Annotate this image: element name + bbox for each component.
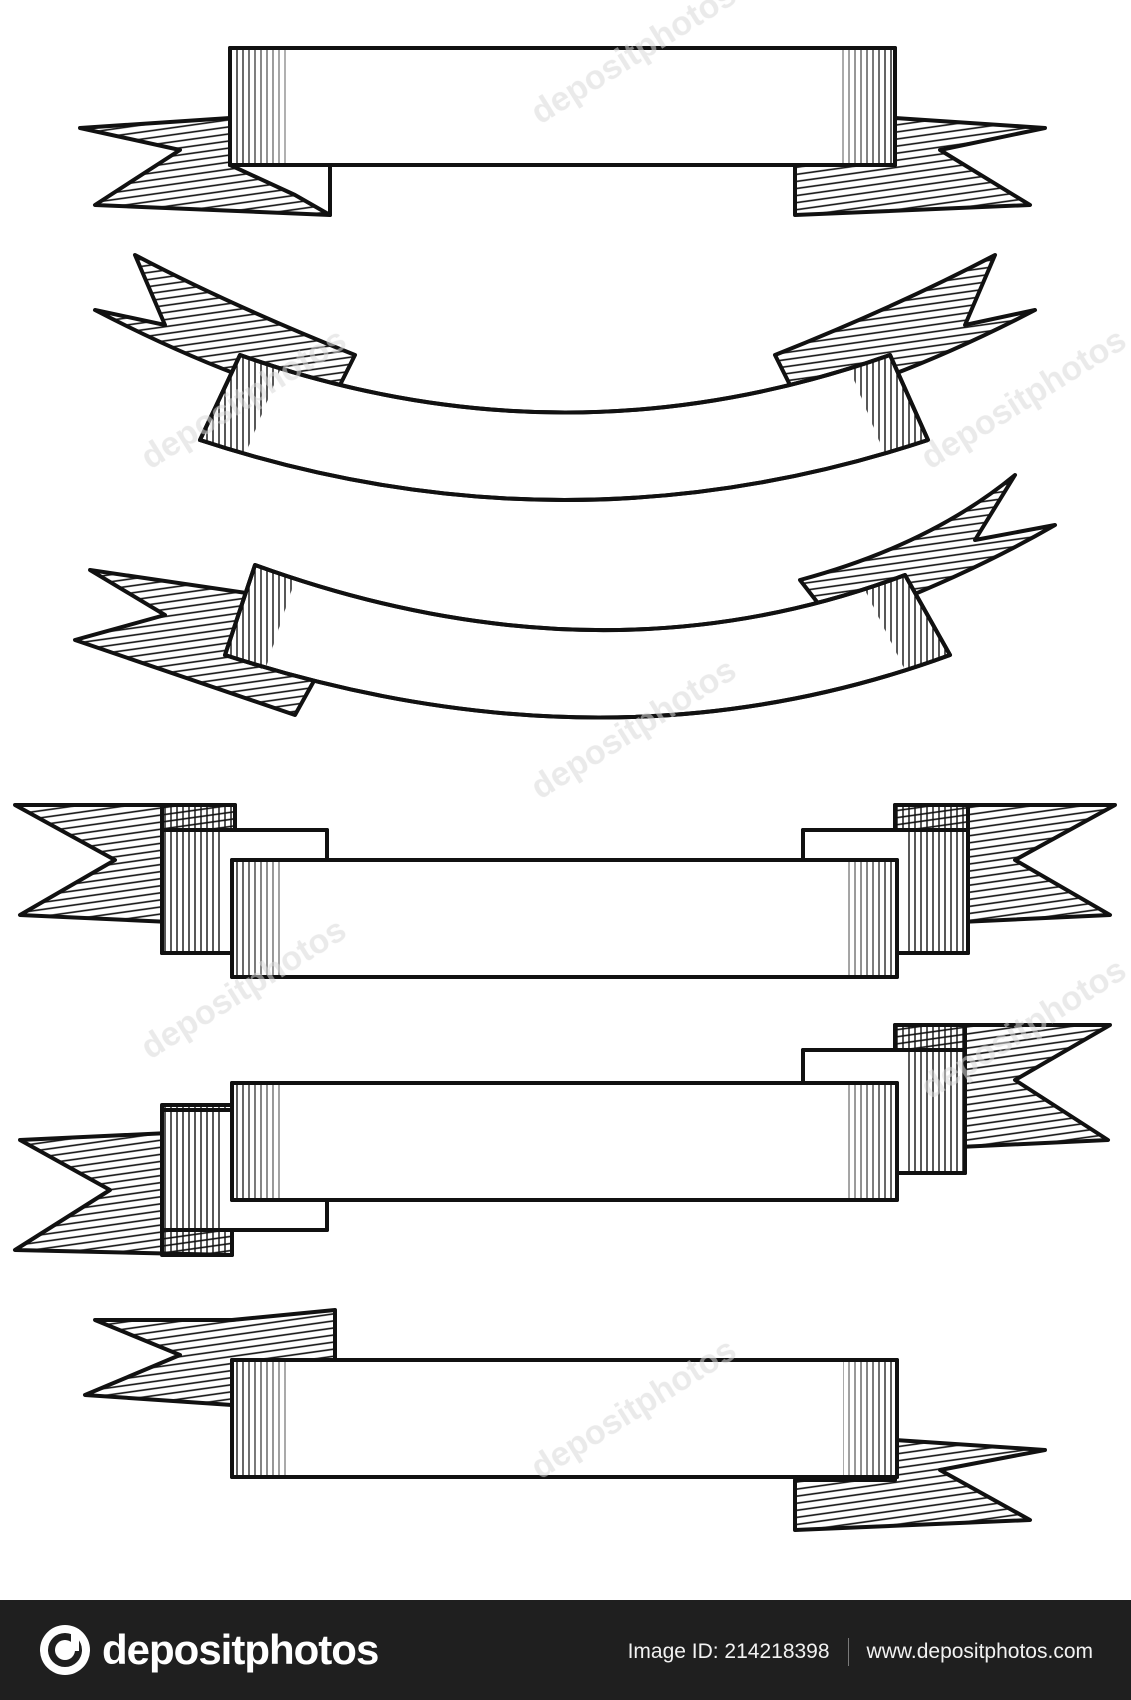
banner-straight-1 (78, 46, 1047, 217)
meta-divider (847, 1638, 849, 1666)
brand-name: depositphotos (102, 1626, 379, 1673)
banner-arched-2 (93, 253, 1037, 502)
depositphotos-logo-icon (40, 1625, 90, 1675)
watermark-layer: depositphotos depositphotos depositphoto… (134, 0, 1131, 1487)
banner-tilted-3 (73, 473, 1057, 720)
image-id: Image ID: 214218398 (627, 1640, 830, 1663)
stock-footer-bar: depositphotos Image ID: 214218398 www.de… (0, 1600, 1131, 1700)
image-meta: Image ID: 214218398 www.depositphotos.co… (628, 1638, 1093, 1666)
illustration-canvas: depositphotos depositphotos depositphoto… (13, 0, 1131, 1532)
site-url-link[interactable]: www.depositphotos.com (866, 1640, 1093, 1663)
banner-layered-5 (13, 1023, 1112, 1257)
banner-straight-6 (83, 1308, 1047, 1532)
brand-logo-link[interactable]: depositphotos (38, 1622, 379, 1678)
banner-layered-4 (13, 803, 1117, 979)
ribbon-banners-illustration: depositphotos depositphotos depositphoto… (13, 0, 1131, 1532)
